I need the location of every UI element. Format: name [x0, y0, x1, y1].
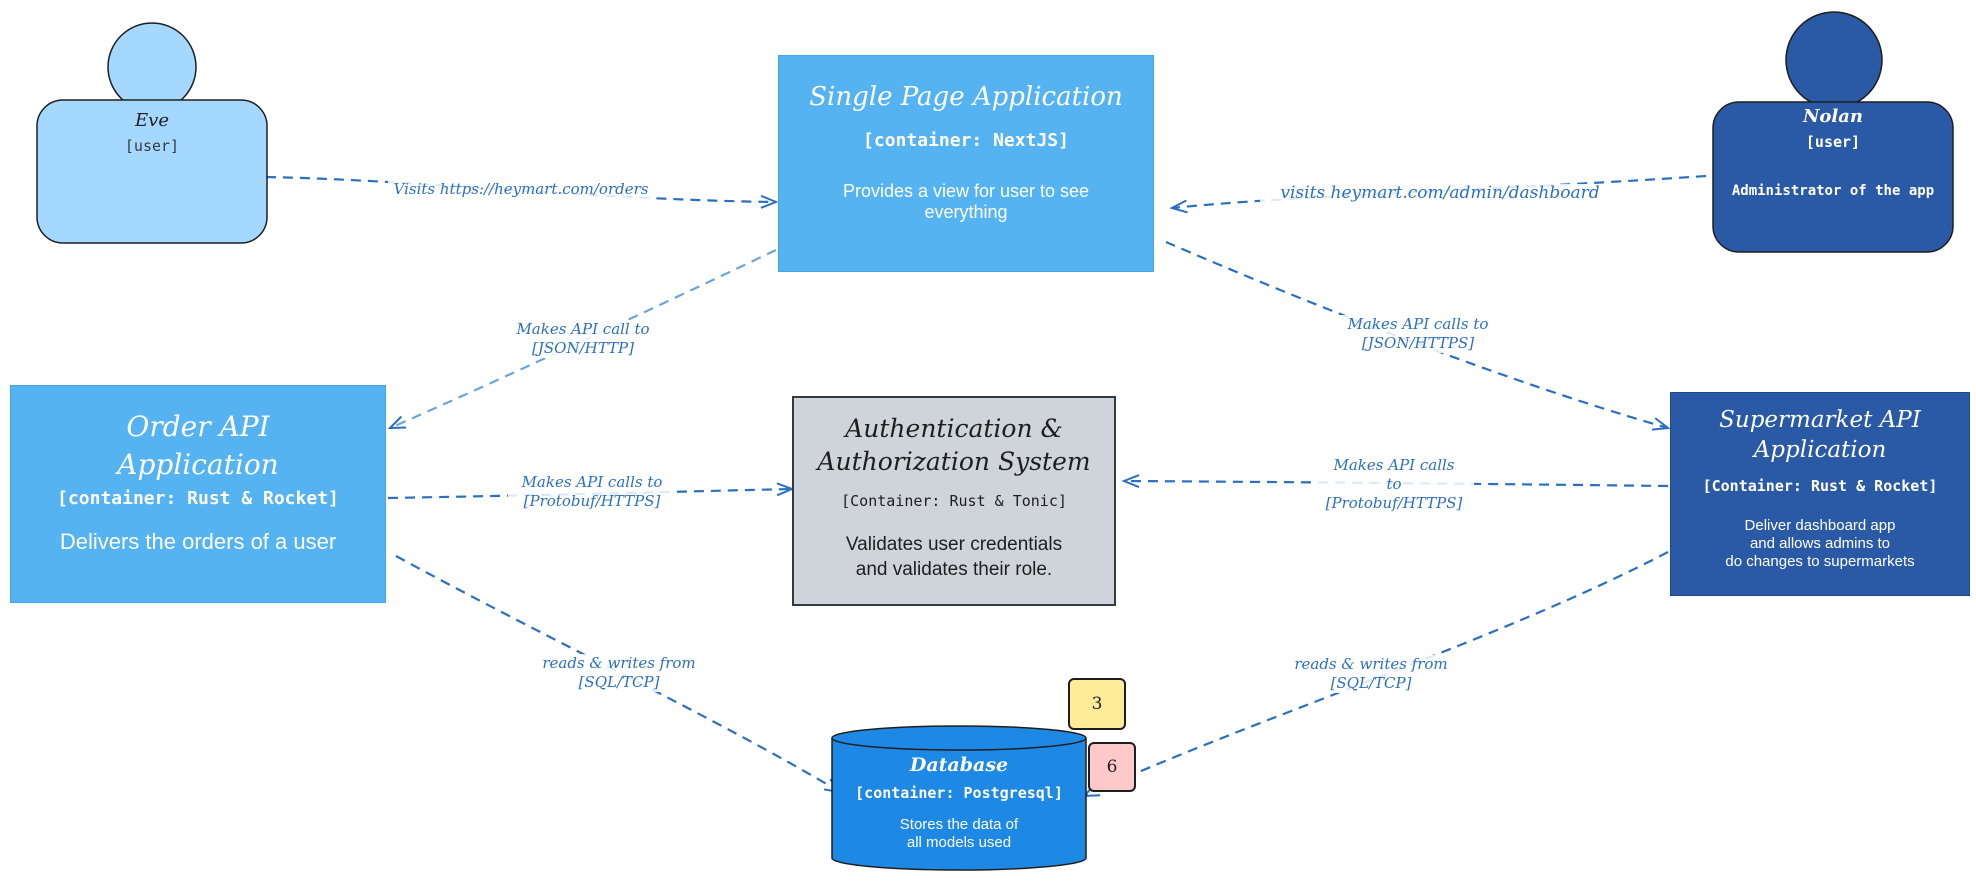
edge-label-order-auth-line2: [Protobuf/HTTPS] [523, 492, 661, 510]
edge-label-spa-super-line1: Makes API calls to [1347, 315, 1489, 333]
spa-desc-line1: Provides a view for user to see [842, 181, 1090, 201]
auth-title-line2: Authorization System [817, 447, 1091, 476]
edge-label-super-auth: Makes API calls to [Protobuf/HTTPS] [1314, 456, 1474, 513]
supermarket-title-line1: Supermarket API [1719, 407, 1921, 433]
cylinder-icon [831, 725, 1087, 871]
edge-spa-order [390, 249, 777, 428]
edge-label-super-auth-line3: [Protobuf/HTTPS] [1325, 494, 1463, 512]
edge-label-spa-order-line1: Makes API call to [516, 320, 650, 338]
order-api-title-line1: Order API [126, 410, 270, 443]
person-nolan-desc: Administrator of the app [1731, 183, 1935, 199]
person-icon [36, 22, 268, 244]
container-spa[interactable]: Single Page Application [container: Next… [778, 55, 1154, 272]
container-order-api[interactable]: Order API Application [container: Rust &… [10, 385, 386, 603]
person-eve[interactable]: Eve [user] [36, 10, 268, 245]
edge-label-order-db-line2: [SQL/TCP] [578, 673, 660, 691]
badge-pink[interactable]: 6 [1088, 742, 1136, 792]
auth-tech: [Container: Rust & Tonic] [841, 492, 1067, 510]
supermarket-desc-line3: do changes to supermarkets [1725, 553, 1915, 570]
spa-tech: [container: NextJS] [863, 130, 1069, 151]
order-api-desc: Delivers the orders of a user [59, 529, 337, 554]
database-tech: [container: Postgresql] [855, 784, 1063, 802]
badge-yellow[interactable]: 3 [1068, 678, 1126, 730]
edge-label-nolan-spa: visits heymart.com/admin/dashboard [1260, 184, 1620, 203]
edge-label-eve-spa: Visits https://heymart.com/orders [388, 180, 654, 199]
edge-label-super-db: reads & writes from [SQL/TCP] [1286, 655, 1456, 693]
edge-label-order-auth: Makes API calls to [Protobuf/HTTPS] [508, 473, 676, 511]
database-desc-line2: all models used [906, 834, 1012, 851]
container-database[interactable]: Database [container: Postgresql] Stores … [830, 724, 1088, 872]
edge-label-super-auth-line2: to [1386, 475, 1402, 493]
person-eve-name: Eve [135, 110, 169, 131]
supermarket-title-line2: Application [1753, 437, 1887, 463]
database-title: Database [909, 754, 1009, 776]
edge-label-spa-super-line2: [JSON/HTTPS] [1361, 334, 1475, 352]
database-desc-line1: Stores the data of [899, 816, 1019, 833]
supermarket-tech: [Container: Rust & Rocket] [1702, 477, 1938, 495]
edge-label-spa-super: Makes API calls to [JSON/HTTPS] [1334, 315, 1502, 353]
container-supermarket-api[interactable]: Supermarket API Application [Container: … [1670, 392, 1970, 596]
order-api-title-line2: Application [117, 448, 279, 481]
auth-desc-line1: Validates user credentials [845, 534, 1063, 555]
edge-label-spa-order: Makes API call to [JSON/HTTP] [500, 320, 666, 358]
edge-super-auth [1124, 481, 1669, 486]
person-eve-tag: [user] [124, 137, 180, 155]
person-nolan-tag: [user] [1805, 133, 1861, 151]
edge-label-order-auth-line1: Makes API calls to [521, 473, 663, 491]
edge-label-super-auth-line1: Makes API calls [1333, 456, 1455, 474]
person-nolan-name: Nolan [1802, 106, 1864, 127]
edge-label-order-db: reads & writes from [SQL/TCP] [534, 654, 704, 692]
edge-label-spa-order-line2: [JSON/HTTP] [532, 339, 634, 357]
edge-label-super-db-line1: reads & writes from [1294, 655, 1448, 673]
supermarket-desc-line2: and allows admins to [1749, 535, 1891, 552]
person-nolan[interactable]: Nolan [user] Administrator of the app [1712, 8, 1954, 254]
edge-label-super-db-line2: [SQL/TCP] [1330, 674, 1412, 692]
order-api-tech: [container: Rust & Rocket] [57, 488, 339, 509]
auth-title-line1: Authentication & [845, 414, 1063, 443]
system-auth[interactable]: Authentication & Authorization System [C… [792, 396, 1116, 606]
supermarket-desc-line1: Deliver dashboard app [1744, 517, 1896, 534]
spa-title: Single Page Application [809, 82, 1123, 112]
spa-desc-line2: everything [924, 202, 1008, 222]
auth-desc-line2: and validates their role. [855, 559, 1053, 580]
edge-super-db [1084, 551, 1669, 796]
person-icon [1712, 11, 1954, 253]
edge-label-order-db-line1: reads & writes from [542, 654, 696, 672]
